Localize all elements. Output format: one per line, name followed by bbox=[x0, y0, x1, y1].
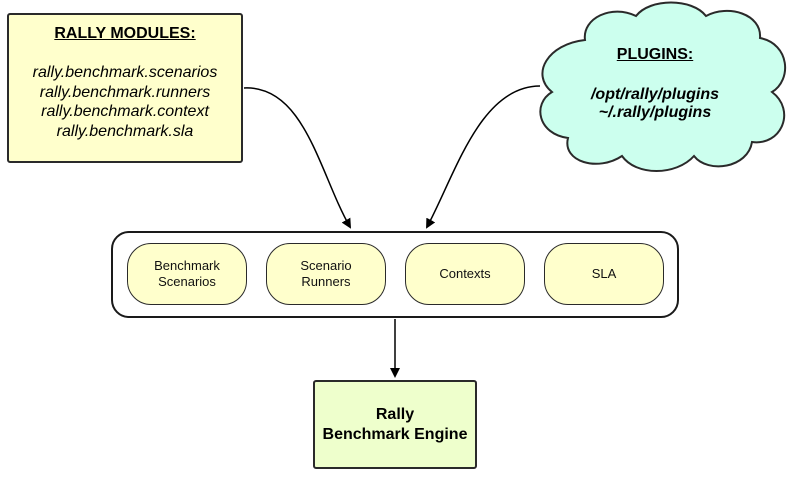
plugins-path-home: ~/.rally/plugins bbox=[598, 104, 712, 121]
plugins-path-opt: /opt/rally/plugins bbox=[590, 86, 719, 103]
component-contexts: Contexts bbox=[405, 243, 525, 305]
component-scenario-runners: Scenario Runners bbox=[266, 243, 386, 305]
module-item-runners: rally.benchmark.runners bbox=[39, 83, 211, 101]
module-item-context: rally.benchmark.context bbox=[41, 103, 209, 120]
rally-modules-box: RALLY MODULES: rally.benchmark.scenarios… bbox=[7, 13, 243, 163]
arrow-modules-to-components bbox=[243, 87, 351, 229]
component-sla: SLA bbox=[544, 243, 664, 305]
plugins-title: PLUGINS: bbox=[616, 46, 694, 63]
plugins-cloud-text: PLUGINS: /opt/rally/plugins ~/.rally/plu… bbox=[555, 46, 755, 122]
component-benchmark-scenarios: Benchmark Scenarios bbox=[127, 243, 247, 305]
module-item-sla: rally.benchmark.sla bbox=[56, 122, 194, 140]
module-item-scenarios: rally.benchmark.scenarios bbox=[32, 64, 218, 81]
rally-modules-list: rally.benchmark.scenarios rally.benchmar… bbox=[9, 63, 241, 141]
plugins-cloud-shape bbox=[539, 1, 787, 172]
rally-modules-title: RALLY MODULES: bbox=[54, 25, 196, 42]
rally-benchmark-engine: Rally Benchmark Engine bbox=[313, 380, 477, 469]
plugins-path-list: /opt/rally/plugins ~/.rally/plugins bbox=[555, 86, 755, 122]
arrow-plugins-to-components bbox=[426, 85, 541, 229]
